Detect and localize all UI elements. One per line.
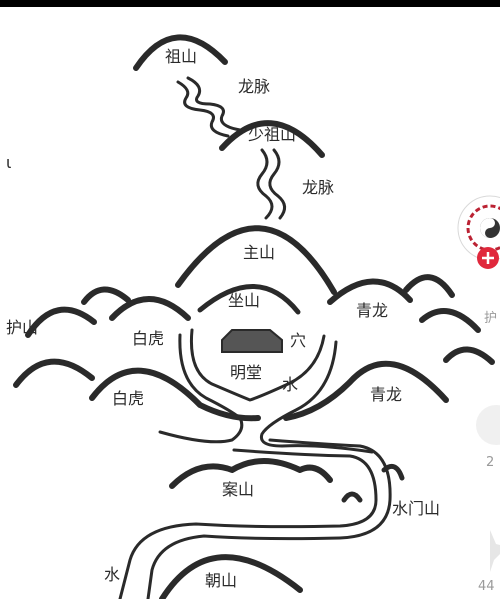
label-baihu-1: 白虎 — [132, 329, 164, 348]
follow-button[interactable] — [477, 247, 499, 269]
longmai-vein-2a — [256, 148, 274, 220]
xue-house-icon — [221, 329, 283, 353]
label-baihu-2: 白虎 — [112, 389, 144, 408]
zhushan-ridge — [175, 225, 337, 295]
longmai-vein-1a — [176, 80, 230, 138]
river-left-bank — [118, 448, 378, 601]
creator-avatar[interactable] — [457, 195, 500, 261]
label-shaozushan: 少祖山 — [248, 125, 296, 144]
label-shuimenshan: 水门山 — [392, 499, 440, 518]
qinglong-inner-ridge-2 — [403, 274, 455, 298]
baihu-inner-ridge — [109, 296, 191, 321]
label-shui-2: 水 — [104, 565, 120, 584]
water-left-branch — [158, 333, 244, 444]
hushan-ridge-1 — [25, 306, 97, 338]
river-right-bank — [146, 438, 392, 601]
label-xue: 穴 — [290, 331, 306, 350]
label-hushan: 护山 — [6, 318, 38, 337]
left-edge-mark: ι — [6, 153, 11, 172]
yinyang-light-icon — [480, 218, 495, 238]
top-bar — [0, 0, 500, 7]
longmai-vein-2b — [268, 148, 286, 220]
hushan-right-ridge-2 — [443, 346, 495, 365]
chaoshan-ridge — [159, 554, 303, 602]
longmai-vein-1b — [186, 76, 242, 132]
label-zushan: 祖山 — [165, 47, 197, 66]
label-zhushan: 主山 — [243, 243, 275, 262]
zushan-ridge — [133, 34, 228, 71]
label-longmai-1: 龙脉 — [238, 77, 270, 96]
star-favorite-icon[interactable] — [490, 530, 500, 572]
label-chaoshan: 朝山 — [205, 571, 237, 590]
label-longmai-2: 龙脉 — [302, 178, 334, 197]
plus-icon — [482, 252, 494, 264]
side-digit-2: 44 — [478, 579, 495, 594]
label-qinglong-1: 青龙 — [356, 301, 388, 320]
label-mingtang: 明堂 — [230, 363, 262, 382]
hushan-right-ridge-1 — [419, 308, 481, 333]
side-text: 护 — [484, 311, 497, 326]
qinglong-inner-ridge — [327, 278, 413, 305]
comment-button-icon[interactable] — [476, 405, 500, 445]
hushan-ridge-3 — [13, 358, 95, 388]
shuimenshan-ridge-2 — [381, 463, 405, 481]
hushan-ridge-2 — [81, 286, 131, 305]
zuoshan-ridge — [197, 284, 301, 315]
label-anshan: 案山 — [222, 480, 254, 499]
shuimenshan-ridge-1 — [341, 491, 363, 503]
shaozushan-ridge — [219, 120, 325, 158]
qinglong-outer-ridge — [283, 360, 449, 421]
water-right-branch — [259, 340, 374, 454]
anshan-ridge — [169, 458, 333, 489]
label-zuoshan: 坐山 — [228, 291, 260, 310]
baihu-outer-ridge — [89, 367, 261, 422]
side-digit-1: 2 — [486, 455, 494, 470]
label-qinglong-2: 青龙 — [370, 385, 402, 404]
water-inner — [189, 328, 326, 402]
